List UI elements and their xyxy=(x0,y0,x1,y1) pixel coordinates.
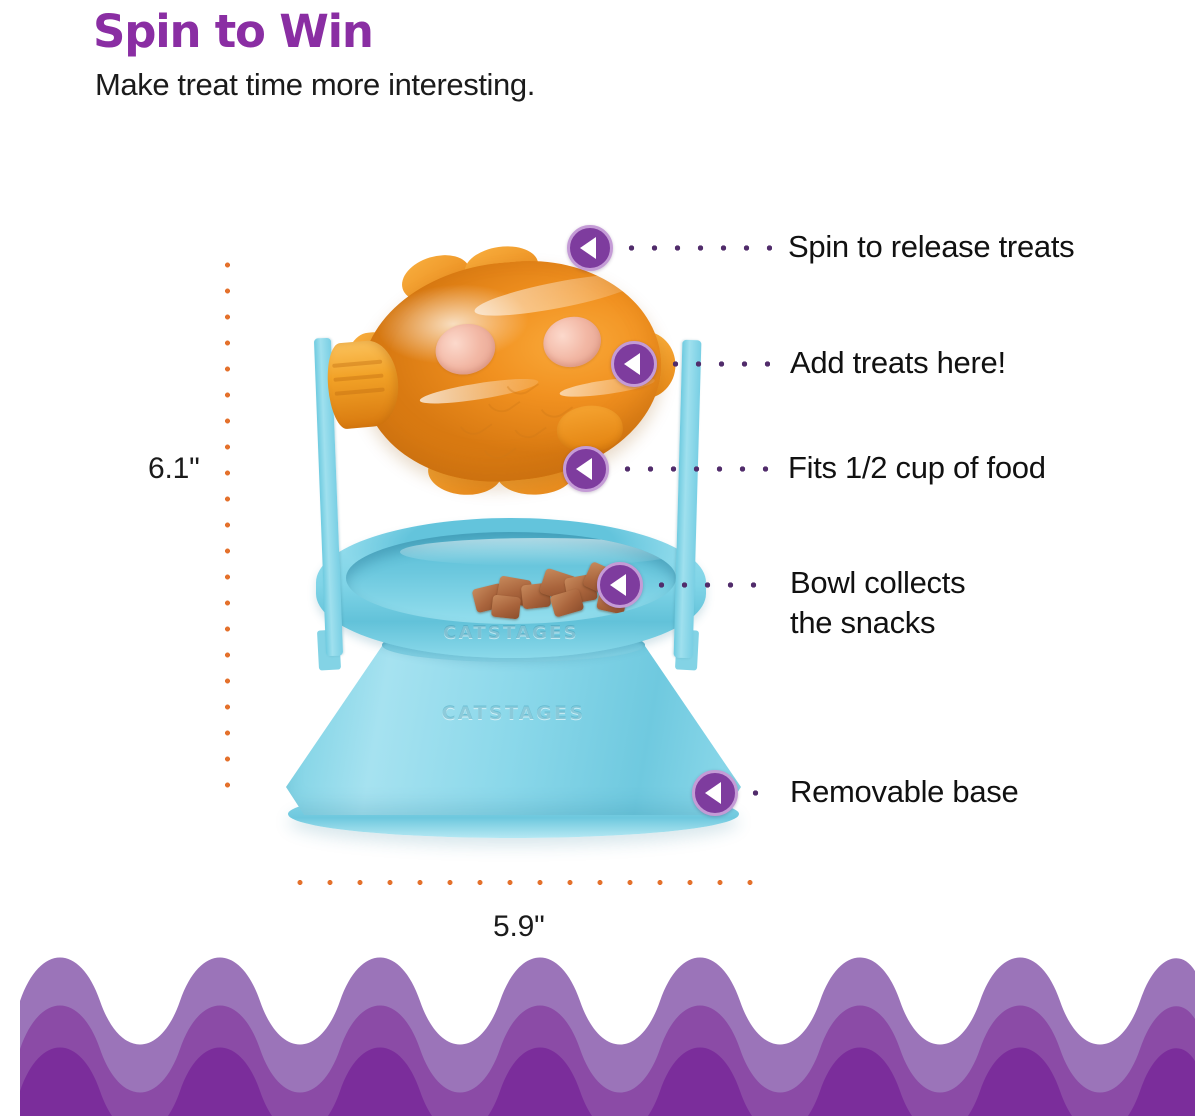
width-dimension-line xyxy=(285,880,770,885)
base-body xyxy=(286,640,741,815)
wave-layer-dark xyxy=(20,1047,1195,1116)
callout-connector-fits-half-cup-of-food xyxy=(616,466,772,472)
callout-marker-removable-base[interactable] xyxy=(692,770,738,816)
fish-gloss-highlight xyxy=(472,266,644,324)
callout-marker-add-treats-here[interactable] xyxy=(611,341,657,387)
callout-connector-removable-base xyxy=(744,790,774,796)
treat-bowl: CATSTAGES xyxy=(316,518,706,658)
callout-label-add-treats-here: Add treats here! xyxy=(790,345,1006,380)
base-brand-embossing: CATSTAGES xyxy=(441,702,586,724)
left-arrow-icon xyxy=(576,458,592,480)
callout-label-spin-to-release-treats: Spin to release treats xyxy=(788,229,1075,264)
callout-marker-bowl-collects-snacks[interactable] xyxy=(597,562,643,608)
bowl-rim-highlight xyxy=(400,538,676,566)
callout-marker-spin-to-release-treats[interactable] xyxy=(567,225,613,271)
callout-marker-fits-half-cup-of-food[interactable] xyxy=(563,446,609,492)
fish-scale-mark xyxy=(483,435,517,466)
fish-scale-mark xyxy=(514,414,547,445)
page-subtitle: Make treat time more interesting. xyxy=(95,67,535,103)
cap-ring xyxy=(333,373,384,382)
bowl-brand-embossing: CATSTAGES xyxy=(443,622,579,643)
decorative-wave-footer xyxy=(0,951,1200,1116)
height-dimension-line xyxy=(225,252,230,808)
height-dimension-label: 6.1" xyxy=(148,452,200,485)
callout-label-removable-base: Removable base xyxy=(790,774,1019,809)
callout-connector-add-treats-here xyxy=(664,361,770,367)
wave-svg xyxy=(20,957,1195,1116)
removable-base-part: CATSTAGES xyxy=(286,628,741,838)
product-image: CATSTAGES CATSTAGES xyxy=(268,240,768,850)
left-arrow-icon xyxy=(610,574,626,596)
callout-label-bowl-collects-snacks: Bowl collects the snacks xyxy=(790,565,966,640)
wave-layer-mid xyxy=(20,1005,1195,1116)
callout-connector-spin-to-release-treats xyxy=(620,245,772,251)
fish-treat-dispenser xyxy=(317,230,713,524)
header: Spin to Win Make treat time more interes… xyxy=(93,8,1093,103)
kibble-piece xyxy=(490,594,522,620)
callout-connector-bowl-collects-snacks xyxy=(650,582,772,588)
left-arrow-icon xyxy=(624,353,640,375)
left-arrow-icon xyxy=(580,237,596,259)
callout-label-fits-half-cup-of-food: Fits 1/2 cup of food xyxy=(788,450,1046,485)
page-title: Spin to Win xyxy=(93,5,374,58)
cap-ring xyxy=(334,387,385,396)
left-arrow-icon xyxy=(705,782,721,804)
cap-ring xyxy=(332,359,383,368)
fish-scale-mark xyxy=(459,411,493,442)
width-dimension-label: 5.9" xyxy=(493,910,545,943)
